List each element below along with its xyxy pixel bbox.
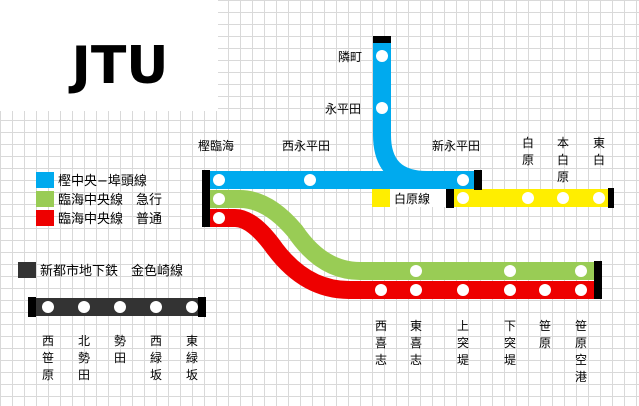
station-name-subway-0: 西笹原 <box>42 334 54 382</box>
station-dot <box>522 192 534 204</box>
east-terminus <box>594 261 602 299</box>
station-name-bottom-4: 笹原 <box>539 319 551 350</box>
station-dot <box>375 284 387 296</box>
legend-swatch-red <box>36 210 54 226</box>
west-terminus <box>202 170 210 227</box>
legend-label-blue: 樫中央−埠頭線 <box>58 173 147 189</box>
station-dot <box>593 192 605 204</box>
station-dot <box>575 284 587 296</box>
station-name-top-2: 新永平田 <box>432 138 480 153</box>
red-line-track <box>210 209 596 299</box>
jtu-logo: JTU <box>68 36 168 96</box>
station-dot <box>504 284 516 296</box>
station-name-shirahara-2: 東白 <box>593 136 605 167</box>
station-dot <box>304 174 316 186</box>
station-name-shirahara-0: 白原 <box>522 135 534 167</box>
station-name-subway-4: 東緑坂 <box>186 334 198 382</box>
station-name-bottom-3: 下突堤 <box>504 319 516 367</box>
station-dot <box>539 284 551 296</box>
station-name-blue-0: 隣町 <box>338 49 362 64</box>
station-name-bottom-0: 西喜志 <box>375 319 387 367</box>
shirahara-line-terminus-right <box>608 188 614 208</box>
station-name-subway-2: 勢田 <box>114 333 126 365</box>
station-dot <box>376 102 388 114</box>
station-dot <box>186 301 198 313</box>
blue-line-track <box>373 42 476 189</box>
station-dot <box>410 284 422 296</box>
shirahara-line-label-box <box>390 189 446 207</box>
logo-text: JTU <box>68 36 168 96</box>
legend-label-red: 臨海中央線 普通 <box>58 211 162 227</box>
station-dot <box>213 193 225 205</box>
legend-swatch-green <box>36 191 54 207</box>
legend-swatch-blue <box>36 172 54 188</box>
station-dots <box>42 50 605 313</box>
station-dot <box>114 301 126 313</box>
station-dot <box>150 301 162 313</box>
station-name-top-0: 樫臨海 <box>198 138 234 153</box>
blue-line-terminus-right <box>474 170 482 190</box>
station-dot <box>575 265 587 277</box>
station-name-bottom-5: 笹原空港 <box>575 319 587 384</box>
subway-terminus-right <box>198 297 206 317</box>
station-dot <box>376 50 388 62</box>
station-dot <box>410 265 422 277</box>
legend-label-subway: 新都市地下鉄 金色崎線 <box>40 263 183 279</box>
station-dot <box>457 174 469 186</box>
station-dot <box>78 301 90 313</box>
station-dot <box>213 174 225 186</box>
station-name-bottom-2: 上突堤 <box>457 319 469 367</box>
station-name-blue-1: 永平田 <box>325 102 361 116</box>
shirahara-line-label: 白原線 <box>394 191 430 206</box>
station-dot <box>42 301 54 313</box>
blue-line-terminus-top <box>373 36 391 43</box>
station-name-subway-3: 西緑坂 <box>150 334 162 382</box>
legend-swatch-subway <box>18 262 36 278</box>
green-line-track <box>210 190 596 280</box>
station-name-subway-1: 北勢田 <box>78 334 90 382</box>
subway-terminus-left <box>28 297 36 317</box>
shirahara-line-terminus-left <box>446 188 454 208</box>
station-name-shirahara-1: 本白原 <box>557 136 569 184</box>
station-dot <box>457 284 469 296</box>
station-dot <box>504 265 516 277</box>
station-dot <box>457 192 469 204</box>
station-dot <box>557 192 569 204</box>
station-name-bottom-1: 東喜志 <box>410 319 422 367</box>
station-name-top-1: 西永平田 <box>282 139 330 153</box>
legend-label-green: 臨海中央線 急行 <box>58 192 162 208</box>
station-dot <box>213 212 225 224</box>
logo-panel <box>0 0 218 111</box>
blue-line-track-left <box>210 171 478 189</box>
